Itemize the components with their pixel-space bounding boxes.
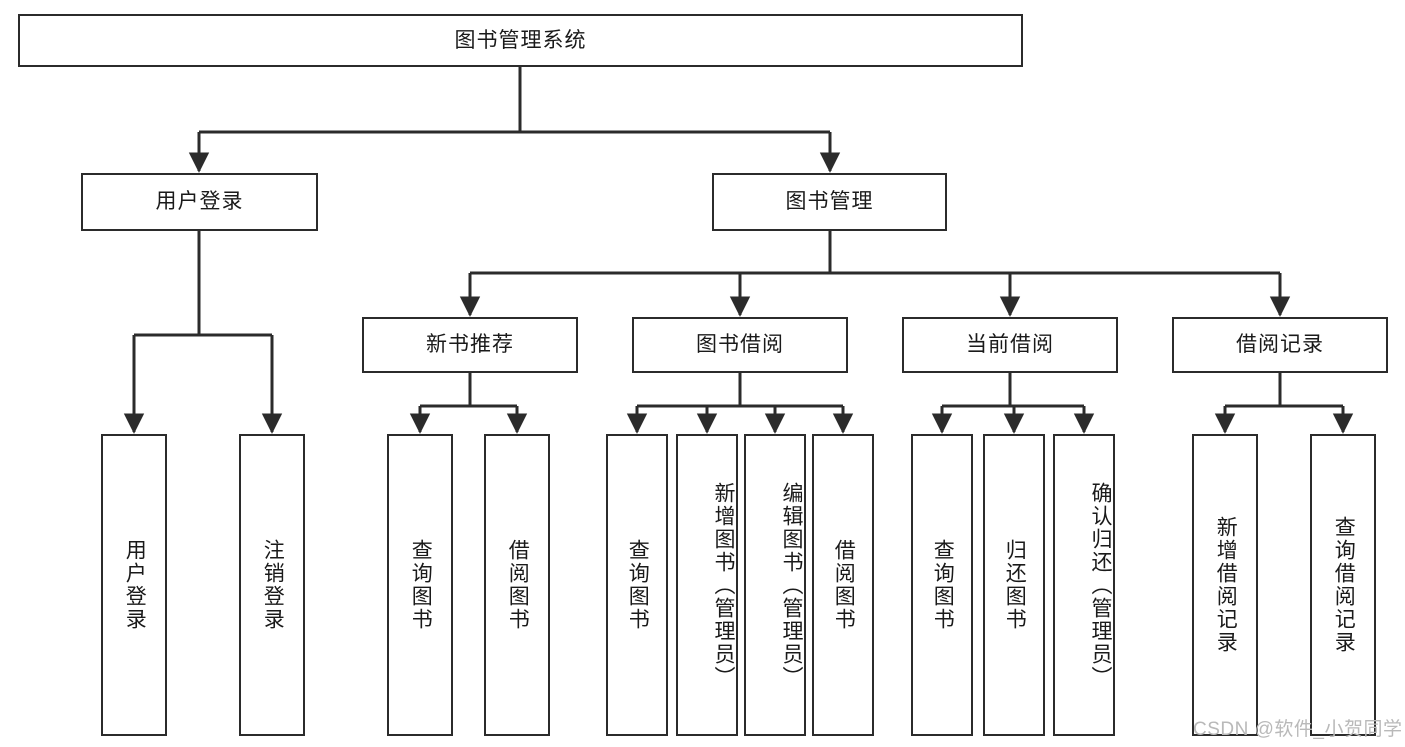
node-leaf-user-logout[interactable]: 注销登录 <box>239 434 305 736</box>
node-leaf-add-borrow-record-label: 新增借阅记录 <box>1214 516 1238 654</box>
node-leaf-query-book-current-label: 查询图书 <box>931 539 955 631</box>
node-leaf-user-logout-label: 注销登录 <box>261 539 285 631</box>
node-book-borrow[interactable]: 图书借阅 <box>632 317 848 373</box>
node-leaf-edit-book-admin[interactable]: 编辑图书（管理员） <box>744 434 806 736</box>
csdn-watermark: CSDN @软件_小贺同学 <box>1193 719 1403 740</box>
node-leaf-confirm-return-admin[interactable]: 确认归还（管理员） <box>1053 434 1115 736</box>
node-leaf-confirm-return-admin-label: 确认归还（管理员） <box>1089 481 1112 689</box>
node-current-borrow[interactable]: 当前借阅 <box>902 317 1118 373</box>
node-leaf-query-book-rec-label: 查询图书 <box>409 539 433 631</box>
node-root-label: 图书管理系统 <box>454 28 587 52</box>
node-leaf-add-book-admin-label: 新增图书（管理员） <box>712 481 735 689</box>
node-user-login-label: 用户登录 <box>155 190 244 214</box>
node-leaf-borrow-book-borrow[interactable]: 借阅图书 <box>812 434 874 736</box>
node-book-manage[interactable]: 图书管理 <box>712 173 947 231</box>
node-current-borrow-label: 当前借阅 <box>966 333 1054 357</box>
node-leaf-return-book-label: 归还图书 <box>1003 539 1027 631</box>
node-leaf-query-borrow-record-label: 查询借阅记录 <box>1332 516 1356 654</box>
node-leaf-borrow-book-borrow-label: 借阅图书 <box>832 539 856 631</box>
node-new-book-recommend[interactable]: 新书推荐 <box>362 317 578 373</box>
node-leaf-query-book-borrow-label: 查询图书 <box>626 539 650 631</box>
node-borrow-record[interactable]: 借阅记录 <box>1172 317 1388 373</box>
node-root[interactable]: 图书管理系统 <box>18 14 1023 67</box>
node-leaf-query-book-rec[interactable]: 查询图书 <box>387 434 453 736</box>
node-book-manage-label: 图书管理 <box>785 190 874 214</box>
node-leaf-return-book[interactable]: 归还图书 <box>983 434 1045 736</box>
node-leaf-borrow-book-rec[interactable]: 借阅图书 <box>484 434 550 736</box>
node-leaf-query-book-borrow[interactable]: 查询图书 <box>606 434 668 736</box>
node-leaf-borrow-book-rec-label: 借阅图书 <box>506 539 530 631</box>
node-borrow-record-label: 借阅记录 <box>1236 333 1324 357</box>
node-leaf-query-borrow-record[interactable]: 查询借阅记录 <box>1310 434 1376 736</box>
node-leaf-add-borrow-record[interactable]: 新增借阅记录 <box>1192 434 1258 736</box>
node-leaf-query-book-current[interactable]: 查询图书 <box>911 434 973 736</box>
node-leaf-add-book-admin[interactable]: 新增图书（管理员） <box>676 434 738 736</box>
node-leaf-user-login-label: 用户登录 <box>123 539 147 631</box>
node-leaf-edit-book-admin-label: 编辑图书（管理员） <box>780 481 803 689</box>
node-user-login[interactable]: 用户登录 <box>81 173 318 231</box>
node-new-book-recommend-label: 新书推荐 <box>426 333 514 357</box>
node-book-borrow-label: 图书借阅 <box>696 333 784 357</box>
node-leaf-user-login[interactable]: 用户登录 <box>101 434 167 736</box>
